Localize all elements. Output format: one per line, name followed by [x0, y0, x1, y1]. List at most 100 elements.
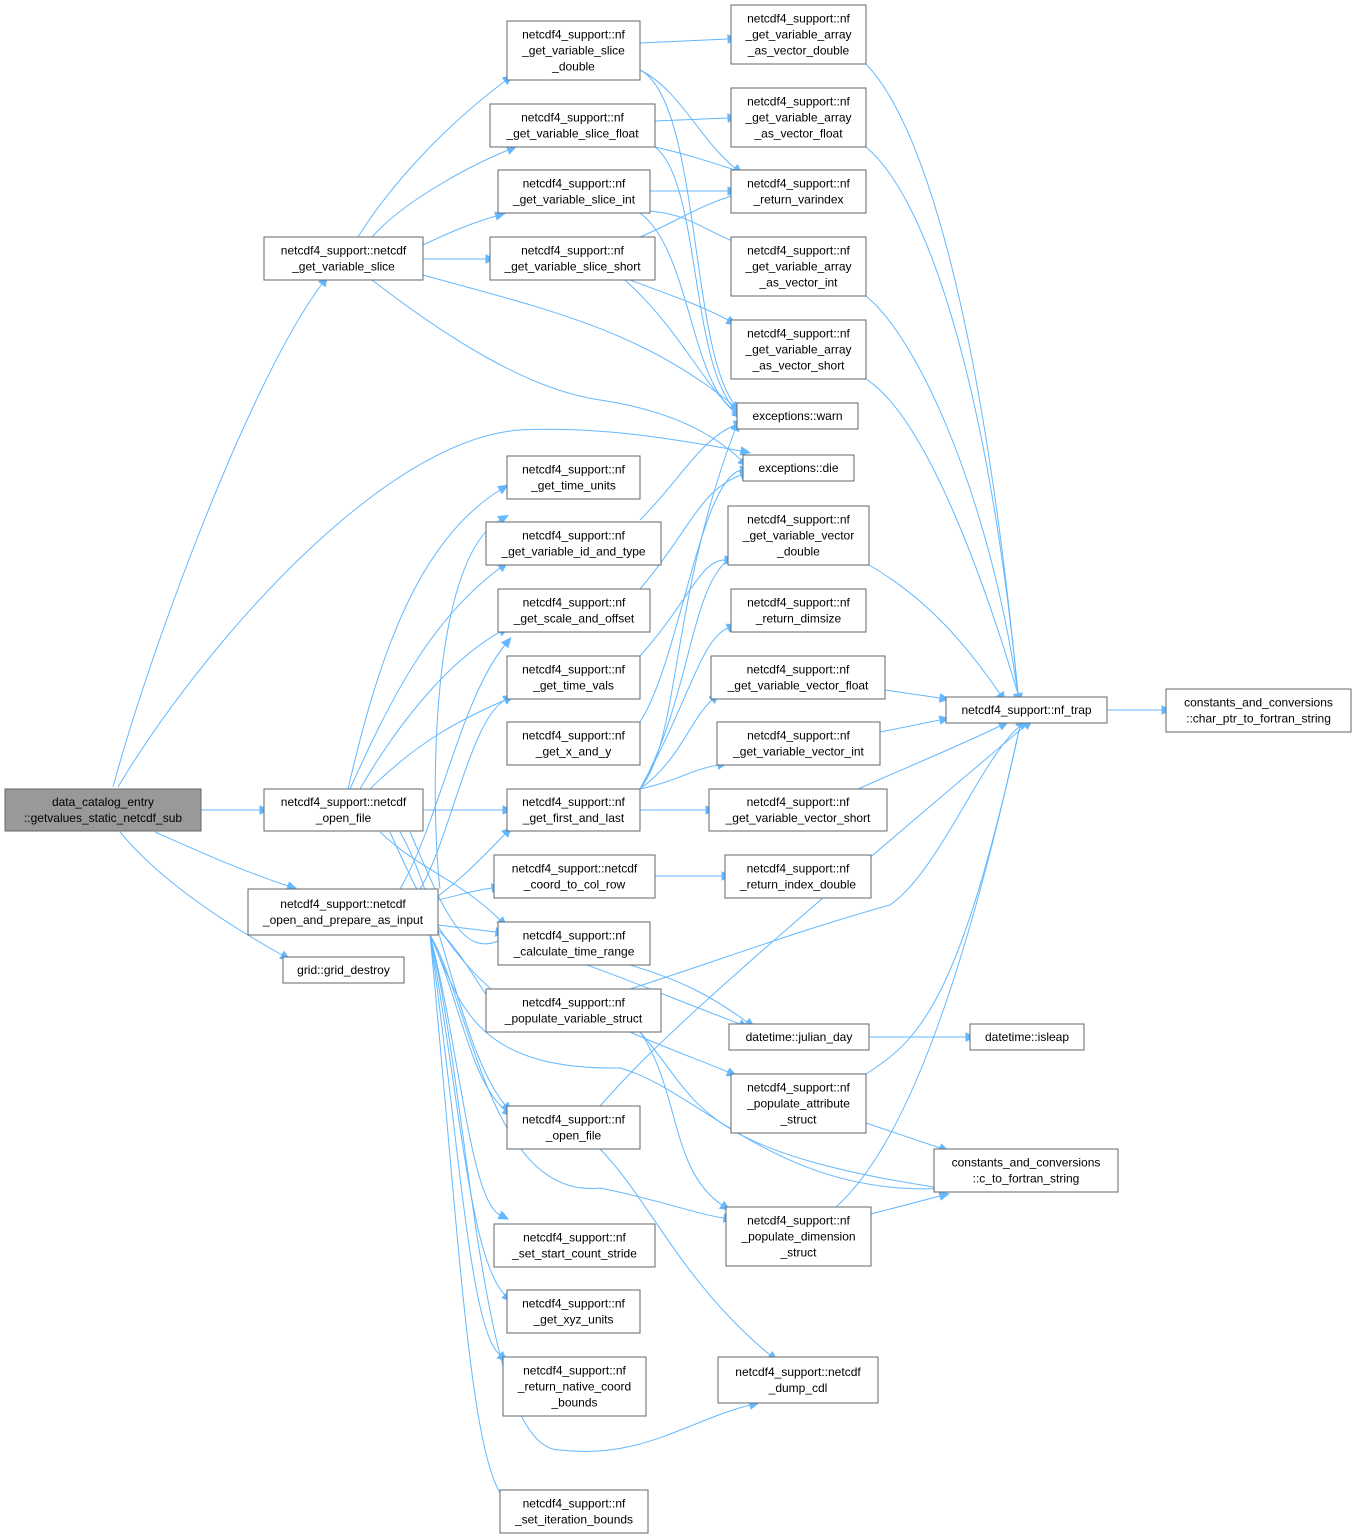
edge-line: [624, 279, 736, 413]
node-box: [493, 854, 656, 899]
node-label: _double: [776, 545, 820, 559]
node-slice-int[interactable]: netcdf4_support::nf_get_variable_slice_i…: [497, 169, 651, 214]
node-x-and-y[interactable]: netcdf4_support::nf_get_x_and_y: [506, 721, 641, 766]
node-coord-to-col-row[interactable]: netcdf4_support::netcdf_coord_to_col_row: [493, 854, 656, 899]
node-box: [724, 854, 872, 899]
call-edge: [639, 1031, 731, 1211]
node-warn[interactable]: exceptions::warn: [736, 402, 859, 430]
node-label: exceptions::warn: [752, 409, 842, 423]
node-label: netcdf4_support::nf: [747, 596, 850, 610]
call-edge: [434, 514, 509, 890]
edge-line: [639, 69, 736, 406]
node-first-last[interactable]: netcdf4_support::nf_get_first_and_last: [506, 788, 641, 832]
edge-line: [865, 725, 1021, 1075]
node-box: [485, 521, 662, 566]
node-julian-day[interactable]: datetime::julian_day: [728, 1023, 870, 1051]
edge-line: [349, 567, 501, 790]
node-label: netcdf4_support::nf: [522, 663, 625, 677]
node-label: _as_vector_int: [758, 276, 838, 290]
node-native-coord[interactable]: netcdf4_support::nf_return_native_coord_…: [502, 1356, 647, 1417]
node-root: data_catalog_entry::getvalues_static_net…: [4, 788, 202, 832]
call-edge: [865, 146, 1023, 705]
edge-line: [639, 1031, 941, 1189]
node-label: _get_variable_slice_float: [505, 127, 639, 141]
node-vector-int[interactable]: netcdf4_support::nf_get_variable_vector_…: [716, 721, 881, 766]
node-array-double[interactable]: netcdf4_support::nf_get_variable_array_a…: [730, 4, 867, 65]
node-populate-dim[interactable]: netcdf4_support::nf_populate_dimension_s…: [725, 1206, 872, 1267]
node-time-vals[interactable]: netcdf4_support::nf_get_time_vals: [506, 655, 641, 700]
node-open-prepare[interactable]: netcdf4_support::netcdf_open_and_prepare…: [247, 888, 439, 936]
node-char-ptr[interactable]: constants_and_conversions::char_ptr_to_f…: [1165, 688, 1352, 733]
node-box: [730, 236, 867, 297]
edge-line: [371, 149, 509, 238]
node-set-start-count[interactable]: netcdf4_support::nf_set_start_count_stri…: [493, 1223, 656, 1268]
edge-line: [654, 146, 736, 171]
node-nf-trap[interactable]: netcdf4_support::nf_trap: [945, 696, 1108, 724]
node-label: _get_x_and_y: [535, 745, 611, 759]
node-label: _open_and_prepare_as_input: [262, 913, 424, 927]
node-label: netcdf4_support::netcdf: [281, 795, 407, 809]
node-array-float[interactable]: netcdf4_support::nf_get_variable_array_a…: [730, 87, 867, 148]
node-label: netcdf4_support::nf: [522, 28, 625, 42]
node-id-and-type[interactable]: netcdf4_support::nf_get_variable_id_and_…: [485, 521, 662, 566]
node-array-int[interactable]: netcdf4_support::nf_get_variable_array_a…: [730, 236, 867, 297]
node-dump-cdl[interactable]: netcdf4_support::netcdf_dump_cdl: [717, 1356, 879, 1404]
node-label: _return_native_coord: [517, 1380, 631, 1394]
node-grid-destroy[interactable]: grid::grid_destroy: [282, 956, 405, 984]
node-label: _populate_attribute: [746, 1097, 850, 1111]
node-scale-offset[interactable]: netcdf4_support::nf_get_scale_and_offset: [497, 588, 651, 633]
node-label: _get_variable_slice_short: [503, 260, 641, 274]
edge-line: [865, 146, 1019, 695]
node-label: netcdf4_support::nf: [747, 513, 850, 527]
node-nf-open-file[interactable]: netcdf4_support::nf_open_file: [506, 1105, 641, 1150]
node-label: _as_vector_double: [747, 44, 850, 58]
edge-line: [599, 1148, 771, 1356]
node-get-slice[interactable]: netcdf4_support::netcdf_get_variable_sli…: [263, 236, 424, 281]
node-label: netcdf4_support::nf: [747, 1214, 850, 1228]
node-box: [282, 956, 405, 984]
node-isleap[interactable]: datetime::isleap: [969, 1023, 1085, 1051]
call-edge: [349, 561, 509, 790]
node-label: _set_start_count_stride: [511, 1247, 637, 1261]
node-label: _double: [551, 60, 595, 74]
call-edge: [639, 420, 745, 521]
node-slice-short[interactable]: netcdf4_support::nf_get_variable_slice_s…: [489, 236, 656, 281]
node-label: grid::grid_destroy: [297, 963, 390, 977]
edge-line: [879, 719, 941, 733]
node-iteration-bounds[interactable]: netcdf4_support::nf_set_iteration_bounds: [499, 1489, 649, 1534]
node-box: [497, 921, 651, 966]
node-array-short[interactable]: netcdf4_support::nf_get_variable_array_a…: [730, 319, 867, 380]
node-populate-attr[interactable]: netcdf4_support::nf_populate_attribute_s…: [730, 1073, 867, 1134]
node-xyz-units[interactable]: netcdf4_support::nf_get_xyz_units: [506, 1289, 641, 1334]
node-label: netcdf4_support::nf: [747, 95, 850, 109]
node-slice-float[interactable]: netcdf4_support::nf_get_variable_slice_f…: [489, 103, 656, 148]
node-index-double[interactable]: netcdf4_support::nf_return_index_double: [724, 854, 872, 899]
node-dimsize[interactable]: netcdf4_support::nf_return_dimsize: [730, 588, 867, 633]
node-die[interactable]: exceptions::die: [742, 454, 855, 482]
node-label: netcdf4_support::nf: [747, 327, 850, 341]
node-varindex[interactable]: netcdf4_support::nf_return_varindex: [730, 169, 867, 214]
node-c-to-fortran[interactable]: constants_and_conversions::c_to_fortran_…: [933, 1148, 1119, 1193]
edge-line: [884, 689, 941, 699]
node-populate-var[interactable]: netcdf4_support::nf_populate_variable_st…: [485, 988, 662, 1033]
node-label: netcdf4_support::nf: [522, 996, 625, 1010]
node-vector-float[interactable]: netcdf4_support::nf_get_variable_vector_…: [710, 655, 886, 700]
node-label: _get_variable_vector_int: [732, 745, 864, 759]
node-open-file[interactable]: netcdf4_support::netcdf_open_file: [263, 788, 424, 832]
node-calc-time-range[interactable]: netcdf4_support::nf_calculate_time_range: [497, 921, 651, 966]
call-edge: [423, 254, 497, 264]
node-label: constants_and_conversions: [952, 1156, 1101, 1170]
node-vector-short[interactable]: netcdf4_support::nf_get_variable_vector_…: [708, 788, 888, 832]
edge-line: [629, 1031, 729, 1073]
call-edge: [865, 378, 1023, 704]
node-box: [742, 454, 855, 482]
node-box: [727, 505, 870, 566]
node-label: netcdf4_support::nf: [523, 177, 626, 191]
node-label: _dump_cdl: [768, 1381, 828, 1395]
node-vector-double[interactable]: netcdf4_support::nf_get_variable_vector_…: [727, 505, 870, 566]
node-label: _struct: [779, 1113, 817, 1127]
node-time-units[interactable]: netcdf4_support::nf_get_time_units: [506, 455, 641, 500]
node-label: _calculate_time_range: [513, 945, 635, 959]
node-slice-double[interactable]: netcdf4_support::nf_get_variable_slice_d…: [506, 20, 641, 81]
node-label: data_catalog_entry: [52, 795, 154, 809]
